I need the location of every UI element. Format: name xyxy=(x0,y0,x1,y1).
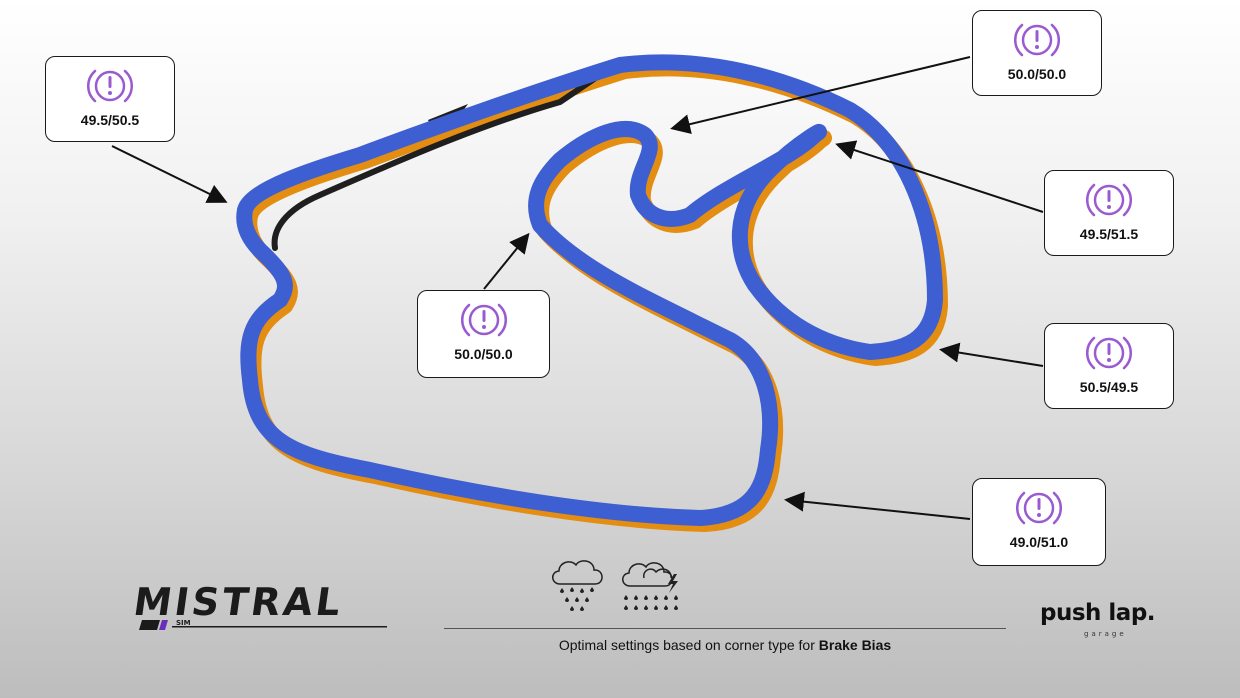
caption-bold: Brake Bias xyxy=(818,637,892,653)
callout-top-left: 49.5/50.5 xyxy=(45,56,175,142)
brake-bias-value: 50.0/50.0 xyxy=(454,346,513,362)
brake-bias-value: 50.5/49.5 xyxy=(1079,379,1139,395)
brake-warning-icon xyxy=(1014,23,1060,57)
callout-right-upper: 49.5/51.5 xyxy=(1044,170,1174,256)
arrow-right-middle xyxy=(939,342,1044,367)
brake-bias-value: 49.5/50.5 xyxy=(80,112,140,128)
mistral-logo: MISTRAL SIM xyxy=(130,580,394,642)
footer-divider xyxy=(444,628,1006,629)
brake-warning-icon xyxy=(460,303,507,337)
push-lap-logo-sub: garage xyxy=(1084,630,1127,638)
brake-warning-icon xyxy=(1016,491,1062,525)
mistral-logo-mark: SIM xyxy=(139,619,387,630)
rain-cloud-icon xyxy=(552,560,603,611)
track-surface xyxy=(236,54,943,526)
callout-right-lower: 49.0/51.0 xyxy=(972,478,1106,566)
brake-bias-value: 49.5/51.5 xyxy=(1079,226,1139,242)
mistral-logo-text: MISTRAL xyxy=(130,580,347,624)
pit-lane xyxy=(271,72,603,251)
arrow-center xyxy=(483,232,530,290)
brake-bias-value: 50.0/50.0 xyxy=(1007,66,1067,82)
brake-warning-icon xyxy=(1086,336,1132,370)
brake-warning-icon xyxy=(87,69,133,103)
footer-caption: Optimal settings based on corner type fo… xyxy=(444,637,1006,653)
arrow-right-upper xyxy=(835,140,1044,213)
callout-center: 50.0/50.0 xyxy=(417,290,550,378)
callout-top-right: 50.0/50.0 xyxy=(972,10,1102,96)
arrow-top-left xyxy=(111,145,228,203)
callout-right-middle: 50.5/49.5 xyxy=(1044,323,1174,409)
arrow-right-lower xyxy=(784,491,971,520)
push-lap-logo: push lap. garage xyxy=(1040,600,1180,646)
caption-text: Optimal settings based on corner type fo… xyxy=(558,637,819,653)
push-lap-logo-text: push lap. xyxy=(1040,600,1156,626)
brake-warning-icon xyxy=(1086,183,1132,217)
arrow-top-right xyxy=(670,56,971,134)
storm-cloud-icon xyxy=(622,562,678,610)
mistral-logo-sub: SIM xyxy=(176,619,191,627)
brake-bias-value: 49.0/51.0 xyxy=(1009,534,1069,550)
